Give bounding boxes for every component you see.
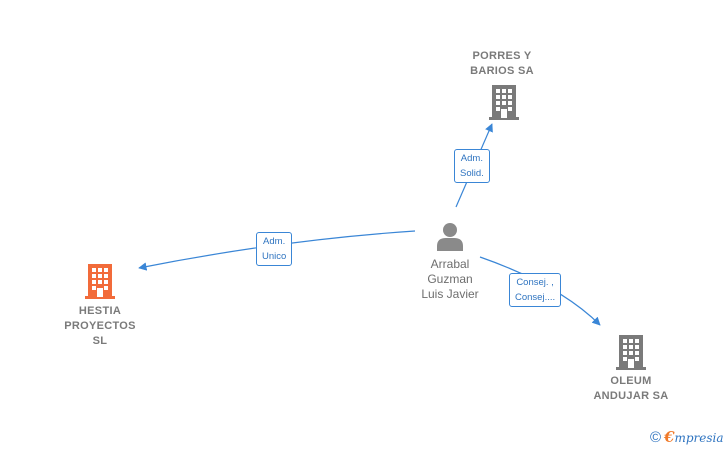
company-name-line: SL [92,335,108,347]
company-name-line: PORRES Y [472,50,532,62]
company-name-line: BARIOS SA [470,65,534,77]
building-icon[interactable] [84,263,116,299]
edge-label-line: Adm. [460,153,483,164]
building-icon[interactable] [615,334,647,370]
building-icon[interactable] [488,84,520,120]
edge-label-line: Consej.... [515,292,556,303]
company-name-line: PROYECTOS [64,320,136,332]
edge-label-line: Solid. [460,168,484,179]
edge-label-line: Consej. , [516,277,554,288]
person-name-line: Arrabal [430,257,470,271]
person-name-line: Luis Javier [421,287,479,301]
person-icon[interactable] [434,221,466,251]
empresia-logo: ©€mpresia [650,428,724,446]
person-label[interactable]: Arrabal Guzman Luis Javier [405,257,495,302]
edge-label-adm-solid[interactable]: Adm. Solid. [454,149,490,183]
company-label-porres[interactable]: PORRES Y BARIOS SA [452,49,552,79]
edge-label-adm-unico[interactable]: Adm. Unico [256,232,293,266]
company-name-line: ANDUJAR SA [593,390,669,402]
edge-label-line: Adm. [263,236,286,247]
logo-initial: € [664,428,675,446]
company-label-hestia[interactable]: HESTIA PROYECTOS SL [48,304,152,349]
logo-text: mpresia [674,431,724,445]
copyright-symbol: © [650,429,662,446]
company-name-line: OLEUM [610,375,652,387]
edge-label-line: Unico [262,251,287,262]
company-label-oleum[interactable]: OLEUM ANDUJAR SA [580,374,682,404]
company-name-line: HESTIA [78,305,122,317]
person-name-line: Guzman [427,272,473,286]
edge-label-consej[interactable]: Consej. , Consej.... [509,273,562,307]
